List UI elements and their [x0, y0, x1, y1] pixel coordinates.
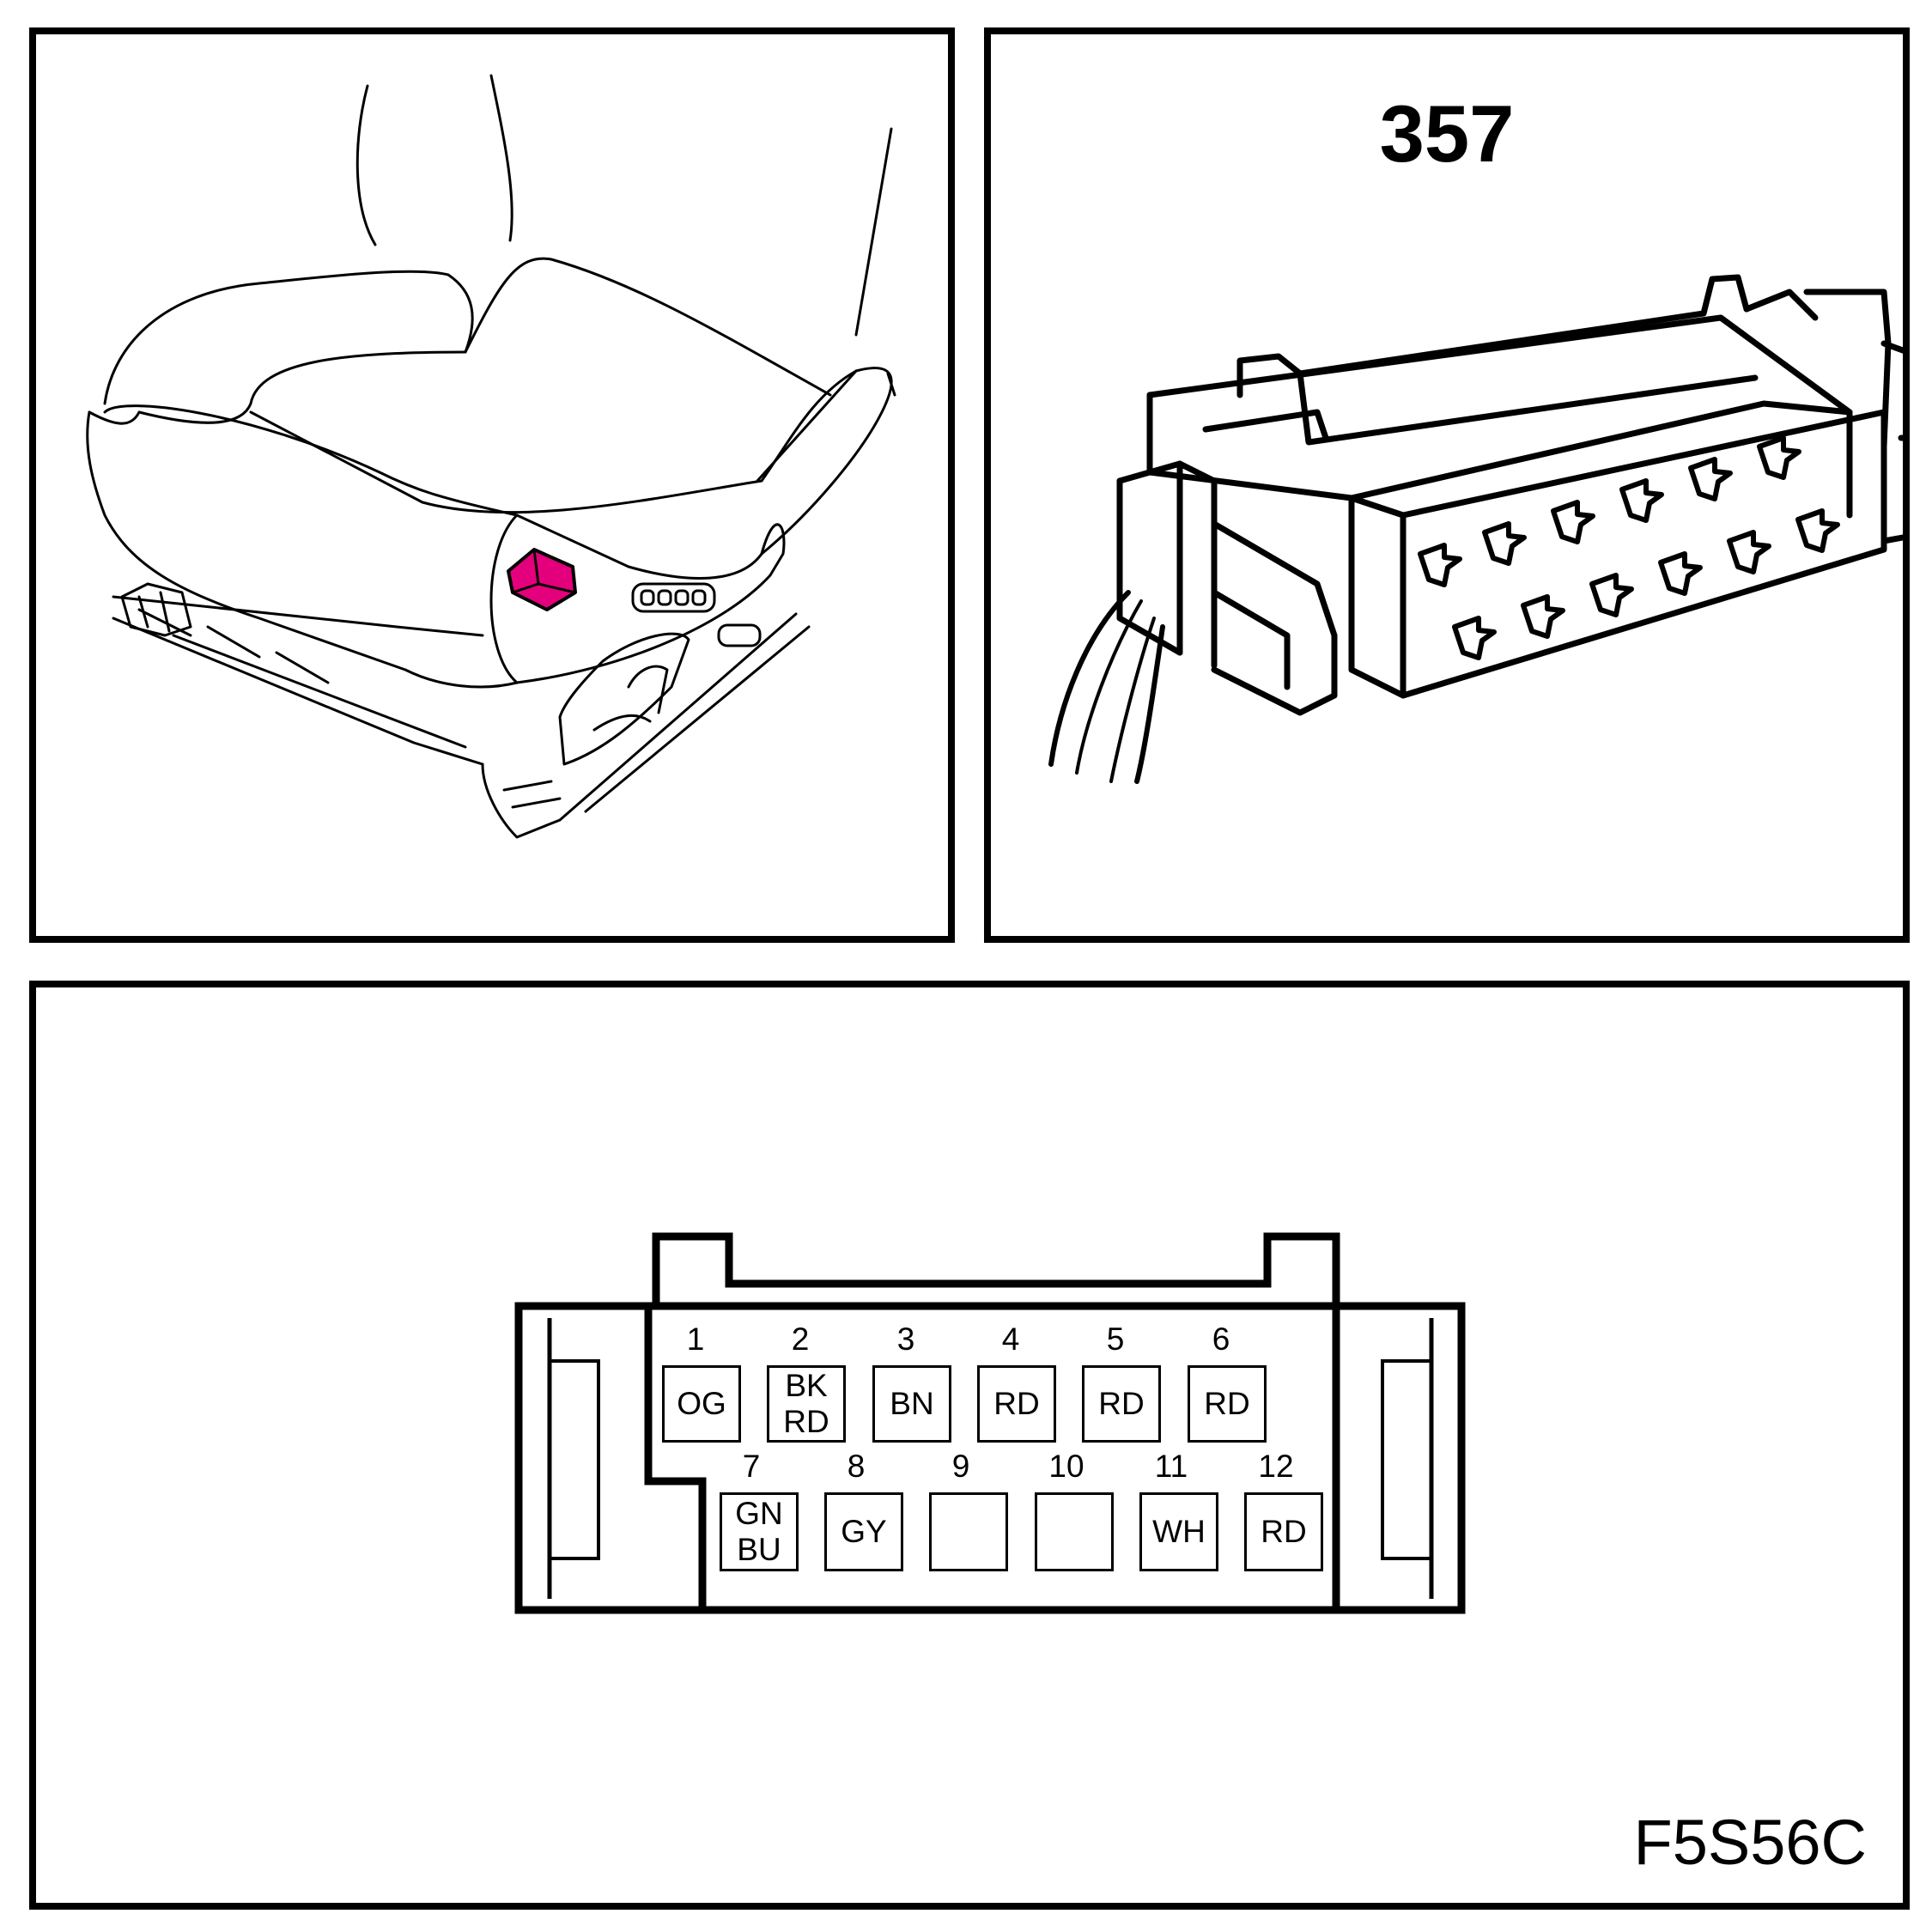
pin-number: 1: [686, 1321, 705, 1357]
pin-number: 8: [847, 1449, 866, 1484]
connector-view-panel: 357: [984, 27, 1910, 943]
pin-1-color: OG: [662, 1365, 741, 1443]
pin-number: 11: [1154, 1449, 1188, 1484]
pin-number: 9: [951, 1449, 970, 1484]
pin-8-color: GY: [824, 1492, 903, 1571]
pin-number: 10: [1048, 1449, 1084, 1484]
pin-number: 2: [791, 1321, 810, 1357]
pin-6-color: RD: [1188, 1365, 1267, 1443]
pin-number: 5: [1106, 1321, 1125, 1357]
pin-4-color: RD: [977, 1365, 1056, 1443]
pin-5-color: RD: [1082, 1365, 1161, 1443]
seat-location-panel: [29, 27, 955, 943]
pin-3-color: BN: [872, 1365, 951, 1443]
connector-location-highlight: [507, 548, 577, 611]
pinout-panel: 1 2 3 4 5 6 OG BK RD BN RD RD RD 7 8 9 1…: [29, 981, 1910, 1910]
pin-number: 12: [1258, 1449, 1294, 1484]
pin-2-color: BK RD: [767, 1365, 846, 1443]
pin-number: 4: [1001, 1321, 1020, 1357]
connector-face-outline: [514, 1232, 1466, 1614]
pin-number: 7: [742, 1449, 761, 1484]
pin-11-color: WH: [1139, 1492, 1218, 1571]
pin-9-color: [929, 1492, 1008, 1571]
pin-7-color: GN BU: [720, 1492, 799, 1571]
pin-12-color: RD: [1244, 1492, 1323, 1571]
pin-number: 3: [896, 1321, 915, 1357]
connector-illustration: [1048, 274, 1903, 784]
pin-number: 6: [1212, 1321, 1230, 1357]
connector-id-label: 357: [1379, 88, 1515, 179]
pin-10-color: [1035, 1492, 1114, 1571]
seat-illustration: [86, 74, 896, 839]
figure-code-label: F5S56C: [1633, 1807, 1867, 1878]
